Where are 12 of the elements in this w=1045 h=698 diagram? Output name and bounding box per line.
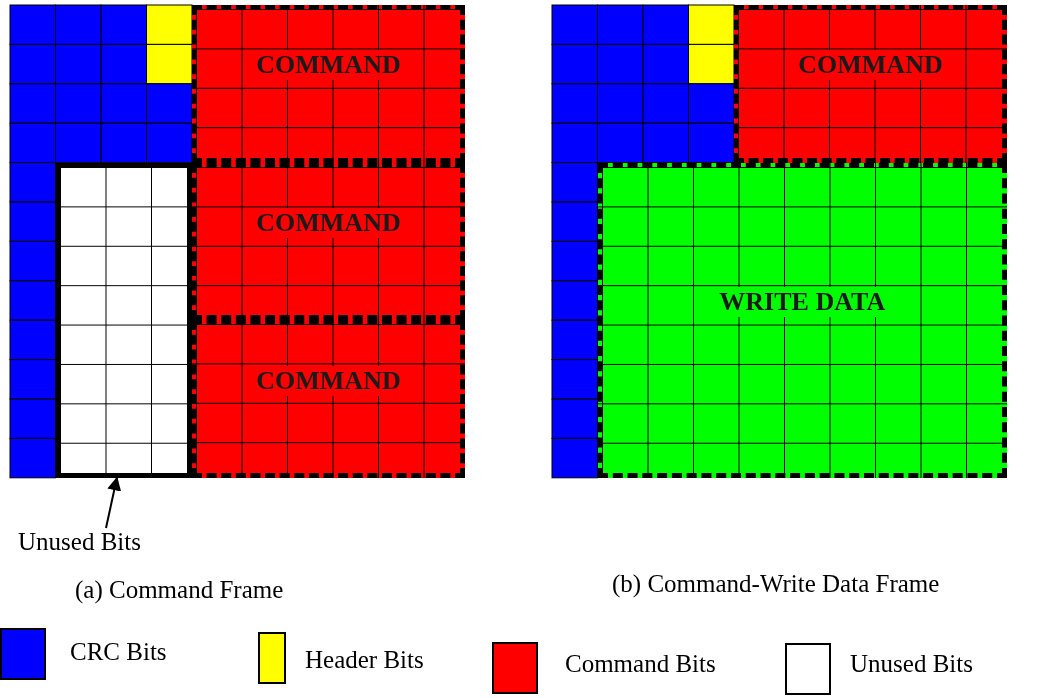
leader-line xyxy=(105,476,122,529)
callout-text: Unused Bits xyxy=(18,528,141,556)
legend-label: CRC Bits xyxy=(70,638,167,666)
command-region xyxy=(192,5,465,163)
unused-bits-region xyxy=(55,162,192,478)
write-data-region xyxy=(597,162,1007,478)
legend-label: Command Bits xyxy=(565,650,716,678)
command-region xyxy=(734,5,1007,163)
legend-label: Header Bits xyxy=(305,646,424,674)
frame-caption: (b) Command-Write Data Frame xyxy=(612,570,940,598)
frame-caption: (a) Command Frame xyxy=(75,576,284,604)
legend-label: Unused Bits xyxy=(850,650,973,678)
